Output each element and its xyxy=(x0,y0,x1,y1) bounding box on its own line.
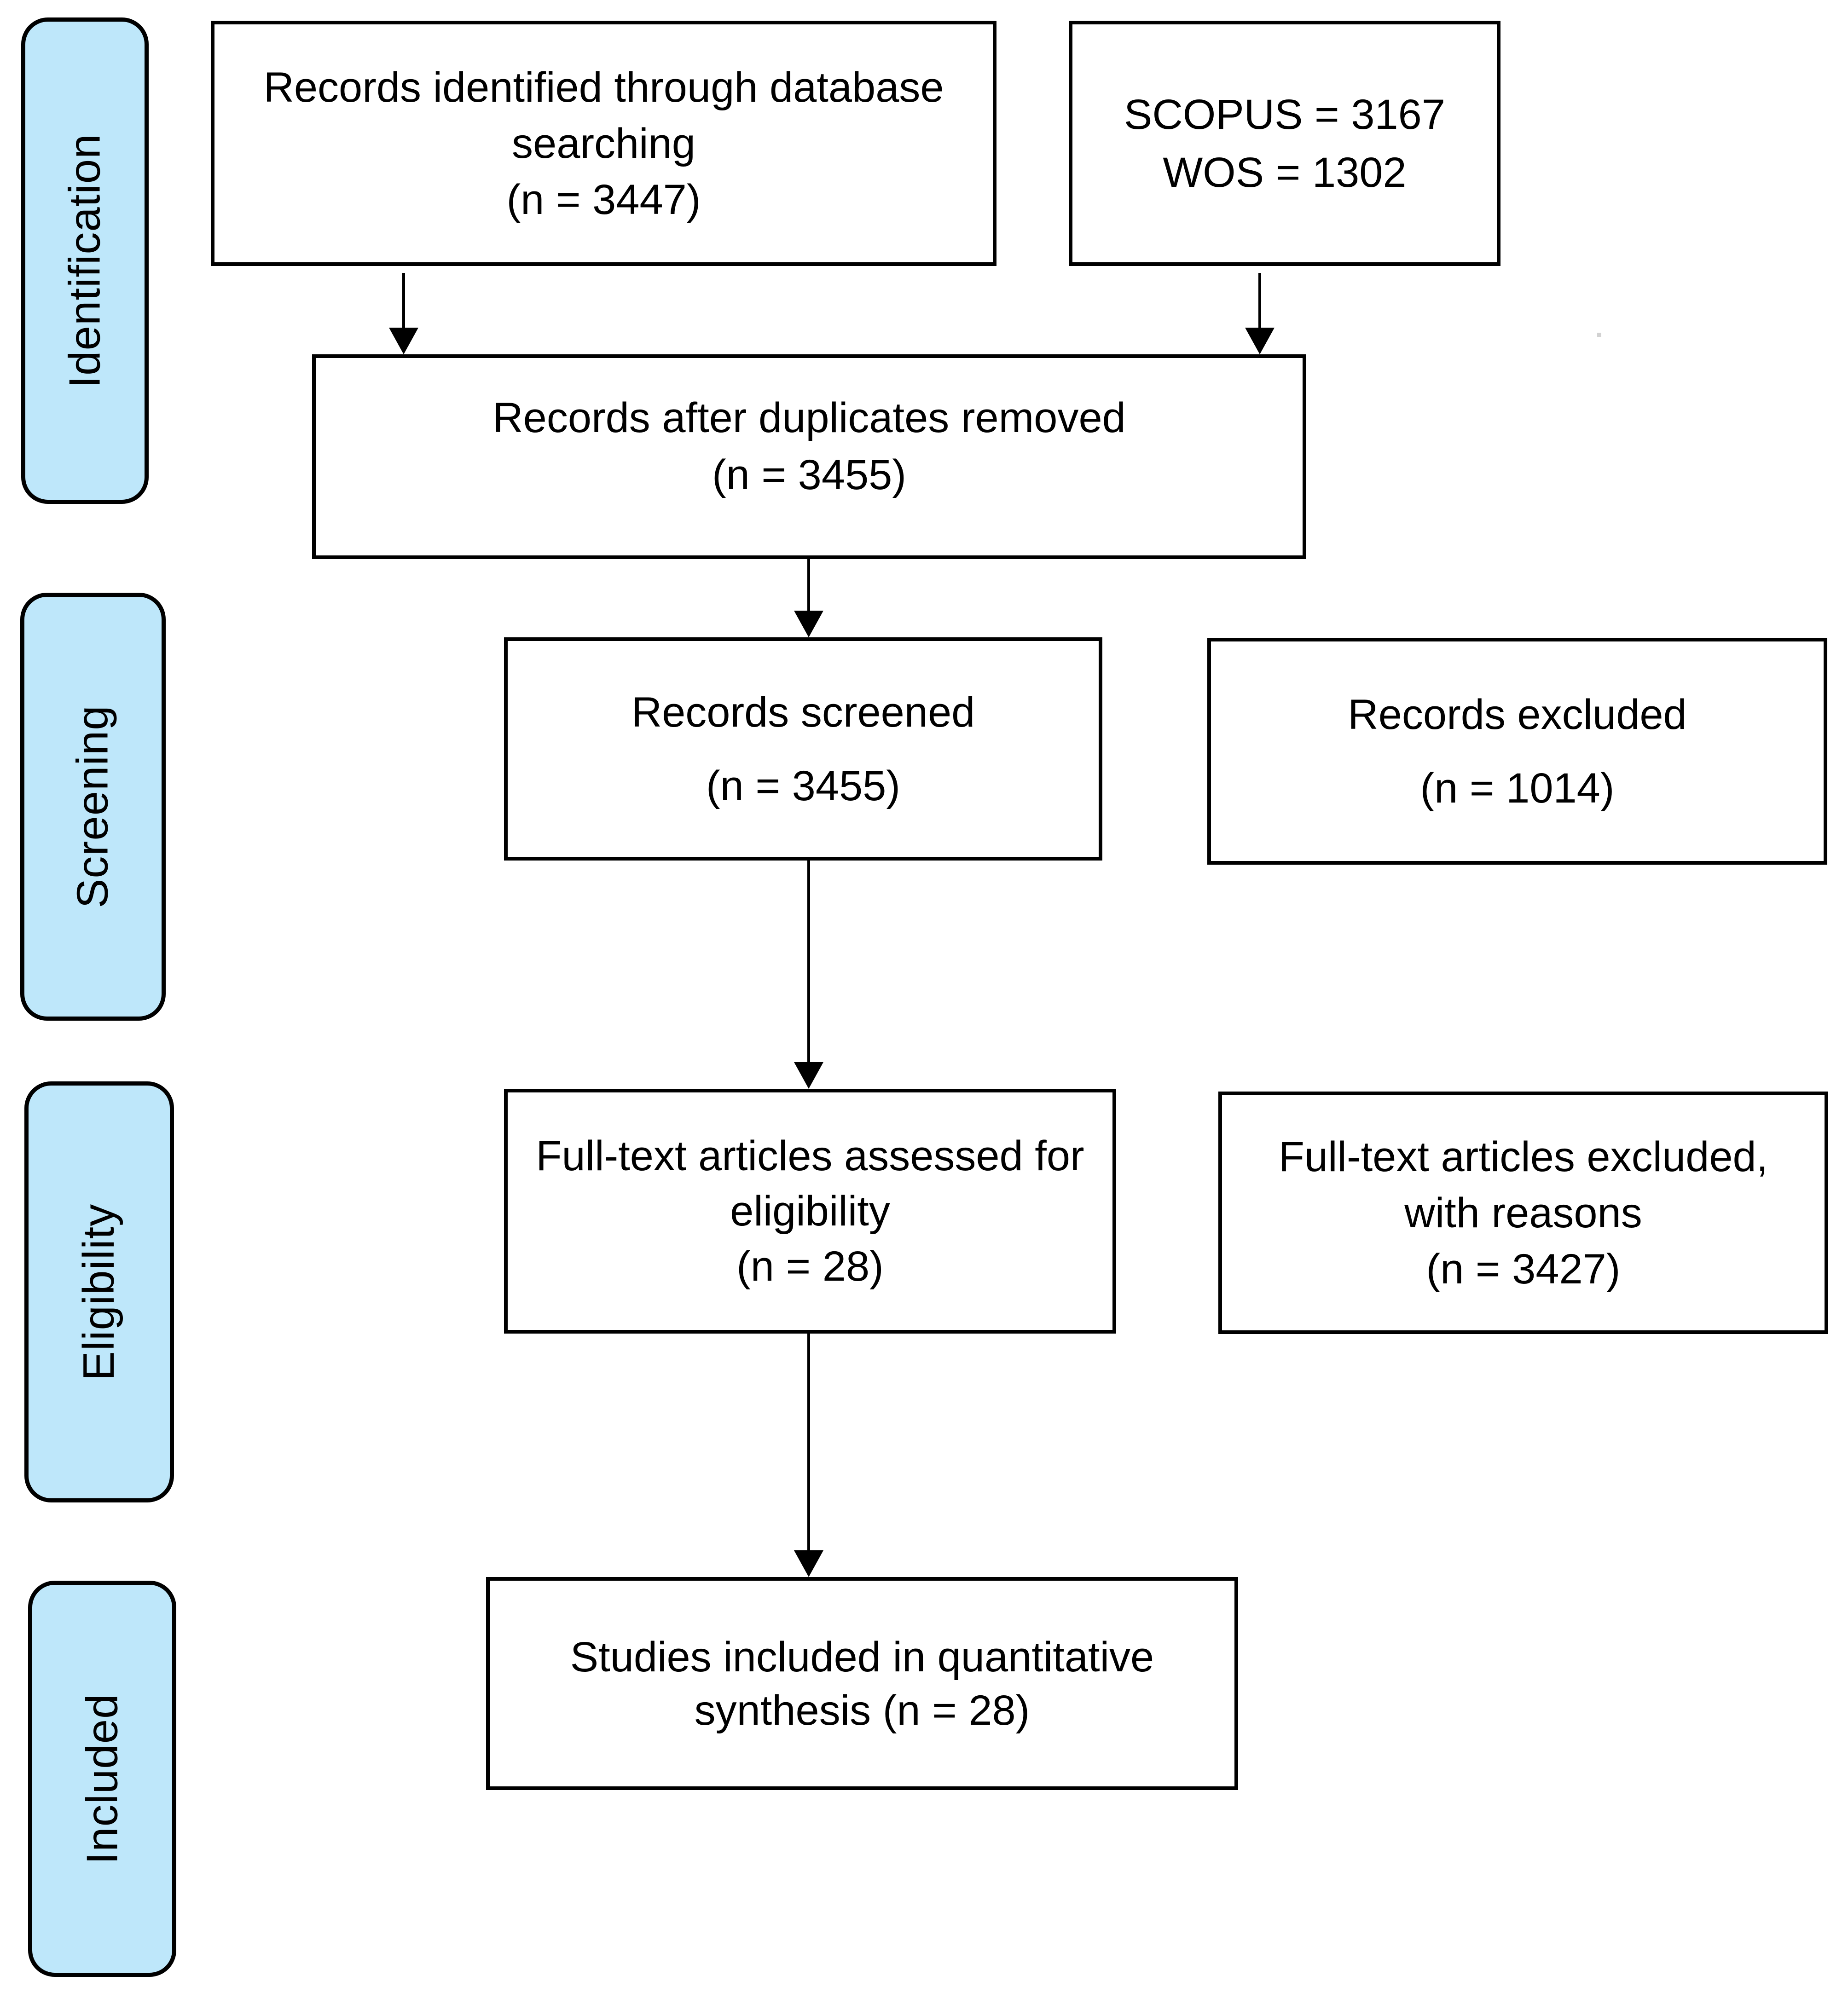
arrow-head-icon xyxy=(1245,328,1274,354)
box-records-excluded: Records excluded (n = 1014) xyxy=(1207,638,1827,865)
box-duplicates-removed: Records after duplicates removed (n = 34… xyxy=(312,354,1306,559)
arrow-shaft xyxy=(1258,273,1261,329)
box-records-identified: Records identified through database sear… xyxy=(211,21,996,266)
box-records-identified-text: Records identified through database sear… xyxy=(263,64,944,223)
box-records-screened: Records screened (n = 3455) xyxy=(504,637,1102,861)
box-studies-included: Studies included in quantitative synthes… xyxy=(486,1577,1238,1790)
arrow-shaft xyxy=(807,559,810,612)
arrow-shaft xyxy=(807,861,810,1064)
down-arrow-identified-to-duplicates xyxy=(389,273,418,354)
arrow-shaft xyxy=(807,1334,810,1552)
down-arrow-sources-to-duplicates xyxy=(1245,273,1274,354)
arrow-head-icon xyxy=(794,1550,823,1577)
box-fulltext-excluded: Full-text articles excluded, with reason… xyxy=(1218,1092,1828,1334)
box-fulltext-excluded-text: Full-text articles excluded, with reason… xyxy=(1278,1133,1768,1293)
stage-label-eligibility-text: Eligibility xyxy=(74,1203,124,1381)
arrow-head-icon xyxy=(794,1062,823,1089)
box-records-screened-text: Records screened (n = 3455) xyxy=(631,688,975,809)
down-arrow-fulltext-to-included xyxy=(794,1334,823,1577)
down-arrow-duplicates-to-screened xyxy=(794,559,823,637)
box-duplicates-removed-text: Records after duplicates removed (n = 34… xyxy=(492,394,1126,498)
box-records-excluded-text: Records excluded (n = 1014) xyxy=(1348,691,1687,812)
box-database-sources: SCOPUS = 3167 WOS = 1302 xyxy=(1069,21,1500,266)
arrow-shaft xyxy=(402,273,405,329)
box-database-sources-text: SCOPUS = 3167 WOS = 1302 xyxy=(1124,91,1446,196)
stage-label-included: Included xyxy=(28,1581,176,1977)
arrow-head-icon xyxy=(389,328,418,354)
stage-label-included-text: Included xyxy=(77,1693,127,1864)
stage-label-eligibility: Eligibility xyxy=(24,1081,174,1502)
box-fulltext-assessed-text: Full-text articles assessed for eligibil… xyxy=(536,1132,1084,1290)
box-studies-included-text: Studies included in quantitative synthes… xyxy=(570,1633,1154,1734)
box-fulltext-assessed: Full-text articles assessed for eligibil… xyxy=(504,1089,1116,1334)
stage-label-screening: Screening xyxy=(20,593,166,1021)
stage-label-identification: Identification xyxy=(21,17,149,504)
stray-mark-artifact xyxy=(1597,333,1601,337)
down-arrow-screened-to-fulltext xyxy=(794,861,823,1089)
stage-label-identification-text: Identification xyxy=(60,133,110,388)
stage-label-screening-text: Screening xyxy=(68,705,117,908)
arrow-head-icon xyxy=(794,611,823,637)
